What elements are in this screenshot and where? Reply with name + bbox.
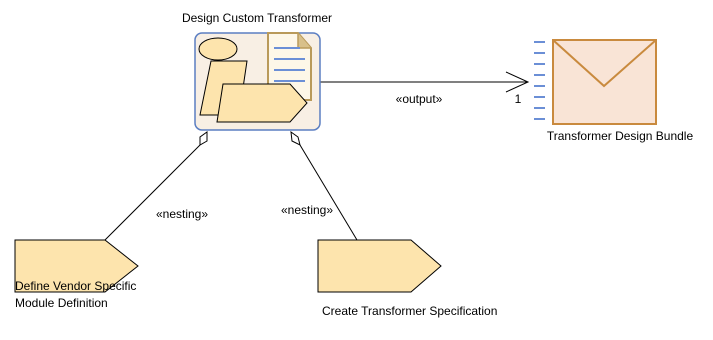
child-task-1-label-line1: Define Vendor Specific xyxy=(15,279,136,293)
nesting-stereotype-label-2: «nesting» xyxy=(281,203,333,217)
main-task-node[interactable]: Design Custom Transformer xyxy=(182,11,332,131)
aggregation-diamond-2 xyxy=(290,130,301,146)
output-stereotype-label: «output» xyxy=(396,92,443,106)
output-multiplicity-label: 1 xyxy=(515,92,522,106)
child-task-node-1[interactable]: Define Vendor Specific Module Definition xyxy=(14,239,139,310)
child-task-shape-1 xyxy=(14,239,139,293)
nesting-connector-2[interactable] xyxy=(290,130,358,241)
nesting-stereotype-label-1: «nesting» xyxy=(156,207,208,221)
child-task-shape-2 xyxy=(317,239,442,293)
output-artifact-label: Transformer Design Bundle xyxy=(547,129,694,143)
child-task-2-label: Create Transformer Specification xyxy=(322,304,497,318)
nesting-connector-1[interactable] xyxy=(104,131,208,241)
main-task-label: Design Custom Transformer xyxy=(182,11,332,25)
output-artifact-node[interactable]: Transformer Design Bundle xyxy=(534,39,694,143)
task-shape-icon xyxy=(216,83,308,123)
document-icon xyxy=(267,32,312,101)
envelope-icon xyxy=(552,39,657,88)
ellipse-icon xyxy=(198,37,238,61)
child-task-1-label-line2: Module Definition xyxy=(15,296,108,310)
port-ticks xyxy=(534,41,545,120)
child-task-node-2[interactable]: Create Transformer Specification xyxy=(317,239,497,318)
output-connector[interactable] xyxy=(320,71,530,93)
aggregation-diamond-1 xyxy=(199,131,208,146)
